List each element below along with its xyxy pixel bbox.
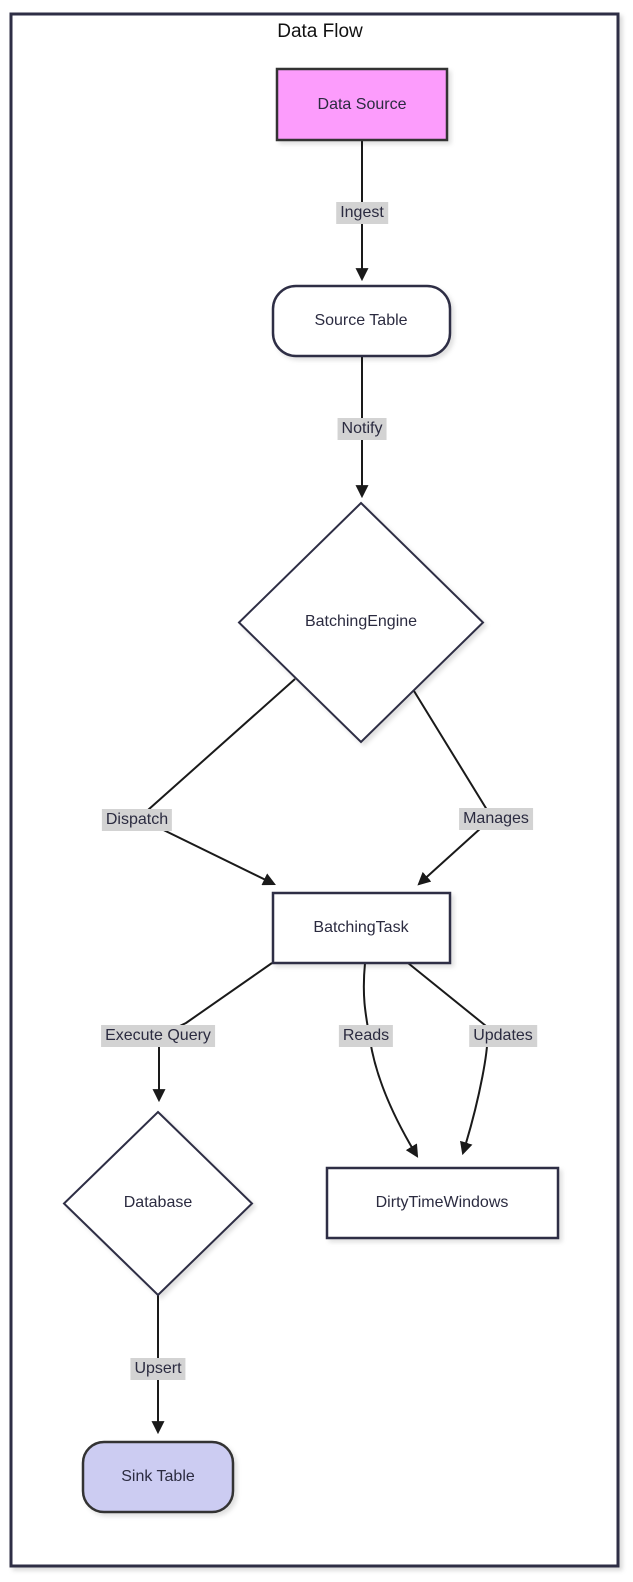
- database-label: Database: [123, 1194, 193, 1211]
- dirty-time-windows-node: [325, 1166, 560, 1240]
- data-source-label: Data Source: [317, 96, 407, 113]
- source-table-label: Source Table: [314, 312, 408, 329]
- edge-label-upsert: Upsert: [130, 1358, 186, 1380]
- edge-label-execute-query: Execute Query: [101, 1025, 215, 1047]
- data-source-node: [275, 67, 449, 142]
- database-node: [62, 1110, 254, 1297]
- batching-task-node: [271, 891, 452, 965]
- sink-table-label: Sink Table: [121, 1468, 195, 1485]
- batching-engine-label: BatchingEngine: [304, 613, 418, 630]
- diagram-frame: [9, 12, 620, 1568]
- diagram-title: Data Flow: [277, 21, 363, 42]
- dirty-time-windows-label: DirtyTimeWindows: [375, 1194, 509, 1211]
- edge-label-reads: Reads: [338, 1025, 394, 1047]
- edge-label-updates: Updates: [469, 1025, 537, 1047]
- edge-label-dispatch: Dispatch: [101, 809, 173, 831]
- batching-engine-node: [237, 501, 485, 744]
- sink-table-node: [81, 1440, 235, 1514]
- batching-task-label: BatchingTask: [313, 919, 409, 936]
- edge-label-notify: Notify: [337, 418, 387, 440]
- source-table-node: [271, 284, 452, 358]
- edge-label-manages: Manages: [459, 808, 533, 830]
- edge-label-ingest: Ingest: [336, 202, 388, 224]
